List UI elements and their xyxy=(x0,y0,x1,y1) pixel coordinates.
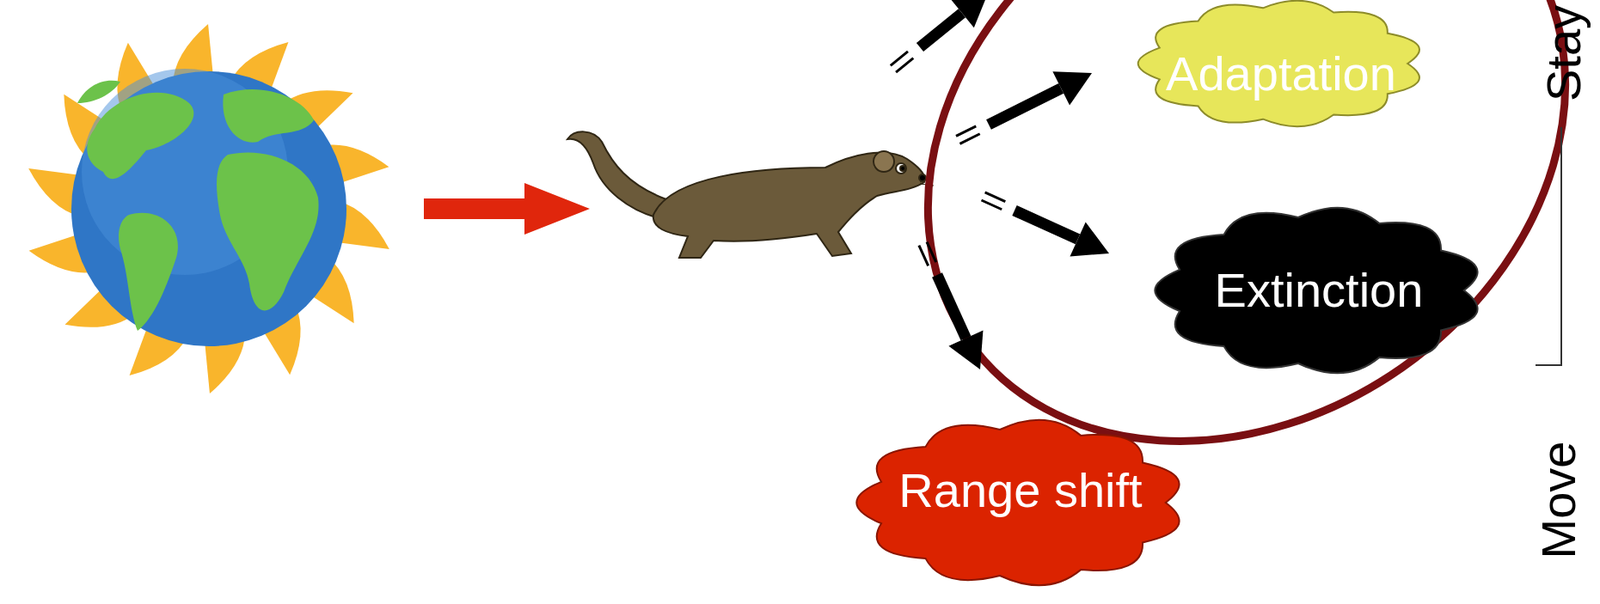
arrow-shaft xyxy=(988,88,1061,125)
arrow-shaft xyxy=(937,275,966,339)
arrow-head xyxy=(1052,71,1092,105)
arrow-tail-mark xyxy=(956,126,976,137)
outcome-cloud: Extinction xyxy=(1137,193,1501,388)
arrow-tail-mark xyxy=(959,134,980,145)
side-label: Stay xyxy=(1535,5,1592,102)
cause-arrow xyxy=(423,183,590,235)
outcome-label: Extinction xyxy=(1206,263,1433,318)
outcome-cloud: Range shift xyxy=(839,405,1202,601)
side-label: Move xyxy=(1530,441,1587,560)
arrow-tail-mark xyxy=(981,200,1003,210)
continent-africa xyxy=(216,152,319,311)
arrow-tail-mark xyxy=(895,58,914,73)
arrow-head xyxy=(1069,221,1110,257)
stay-ellipse xyxy=(813,0,1600,564)
continent-greenland xyxy=(77,80,121,104)
continent-north-america xyxy=(86,92,194,179)
arrow-tail-mark xyxy=(985,192,1006,203)
arrow-shaft xyxy=(1014,210,1079,240)
continent-europe xyxy=(222,89,314,143)
outcome-cloud: Adaptation xyxy=(1122,0,1440,138)
outcome-label: Range shift xyxy=(889,464,1151,518)
cloud-shape xyxy=(1154,208,1478,374)
continent-south-america xyxy=(118,213,178,332)
stay-bracket xyxy=(1535,127,1562,366)
arrow-shaft xyxy=(919,12,963,48)
arrow-tail-mark xyxy=(926,242,937,264)
cloud-shape xyxy=(1138,0,1420,127)
outcome-arrows xyxy=(890,0,1110,370)
arrow-tail-mark xyxy=(919,245,929,267)
arrow-head xyxy=(948,330,983,370)
cloud-shape xyxy=(856,420,1179,586)
outcome-label: Adaptation xyxy=(1157,47,1405,101)
sun-rays xyxy=(28,24,390,394)
weasel-illustration xyxy=(567,131,934,258)
arrow-head xyxy=(950,0,989,28)
